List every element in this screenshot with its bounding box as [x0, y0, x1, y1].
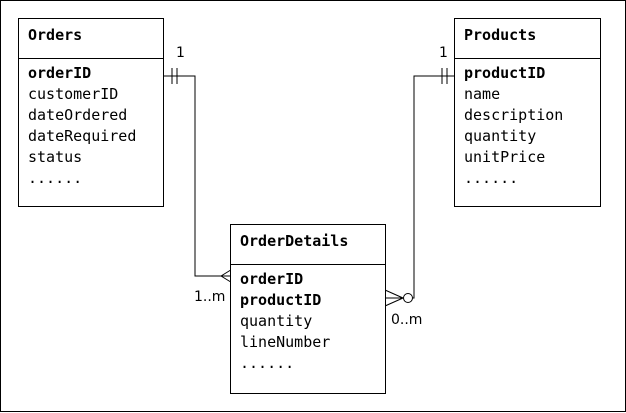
- attribute: name: [464, 85, 501, 103]
- attribute: ......: [464, 169, 519, 187]
- attribute: lineNumber: [240, 333, 331, 351]
- attribute: description: [464, 106, 564, 124]
- orderdetails-left-cardinality-label: 1..m: [194, 289, 226, 305]
- orders-attribute-list: orderID customerID dateOrdered dateRequired…: [19, 59, 163, 189]
- orderdetails-attribute-list: orderID productID quantity lineNumber......: [231, 265, 385, 374]
- attribute: customerID: [28, 85, 119, 103]
- attribute: unitPrice: [464, 148, 546, 166]
- products-attribute-list: productID name description quantity unitPric…: [455, 59, 600, 189]
- orderdetails-crowfoot-right-b: [384, 297, 404, 307]
- attribute: dateRequired: [28, 127, 137, 145]
- orders-orderdetails-line: [163, 75, 234, 277]
- products-orderdetails-line: [385, 75, 455, 299]
- attribute: ......: [28, 169, 83, 187]
- attribute: quantity: [240, 312, 313, 330]
- products-cardinality-label: 1: [439, 45, 448, 61]
- orderdetails-zero-circle: [403, 293, 413, 303]
- orderdetails-entity: OrderDetails orderID productID quantity lin…: [230, 224, 386, 394]
- products-entity: Products productID name description quantit…: [454, 18, 601, 207]
- products-entity-title: Products: [455, 19, 600, 59]
- orders-entity-title: Orders: [19, 19, 163, 59]
- attribute: status: [28, 148, 83, 166]
- orderdetails-crowfoot-right-a: [384, 289, 404, 299]
- key-attribute: orderID: [28, 64, 92, 82]
- orderdetails-right-cardinality-label: 0..m: [391, 312, 423, 328]
- orderdetails-entity-title: OrderDetails: [231, 225, 385, 265]
- attribute: dateOrdered: [28, 106, 128, 124]
- key-attribute: productID: [240, 291, 322, 309]
- key-attribute: orderID: [240, 270, 304, 288]
- attribute: quantity: [464, 127, 537, 145]
- attribute: ......: [240, 354, 295, 372]
- orders-entity: Orders orderID customerID dateOrdered dateR…: [18, 18, 164, 207]
- key-attribute: productID: [464, 64, 546, 82]
- orders-cardinality-label: 1: [176, 45, 185, 61]
